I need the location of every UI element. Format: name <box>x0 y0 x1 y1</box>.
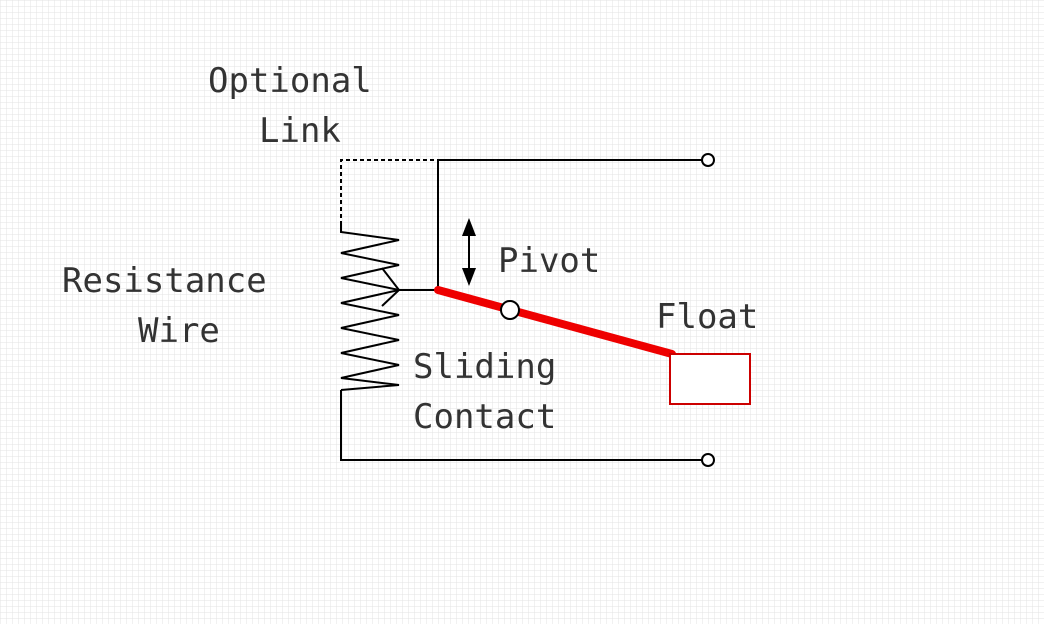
bottom-terminal <box>701 453 715 467</box>
top-wire <box>437 159 702 290</box>
pivot-label: Pivot <box>498 241 600 281</box>
resistance-wire <box>340 225 400 391</box>
optional-link-label-line2: Link <box>259 111 341 151</box>
sliding-contact-label-line2: Contact <box>413 397 556 437</box>
sliding-contact-label-line1: Sliding <box>413 347 556 387</box>
pivot-point <box>500 300 520 320</box>
optional-link-label-line1: Optional <box>208 61 372 101</box>
float-box <box>669 353 751 405</box>
top-terminal <box>701 153 715 167</box>
movement-arrow-up-icon <box>462 218 476 236</box>
resistance-wire-label-line1: Resistance <box>62 261 267 301</box>
bottom-wire <box>340 390 702 461</box>
float-arm <box>434 286 676 358</box>
optional-link-wire <box>340 159 438 225</box>
float-label: Float <box>656 297 758 337</box>
resistance-wire-label-line2: Wire <box>138 311 220 351</box>
movement-arrow-down-icon <box>462 268 476 286</box>
